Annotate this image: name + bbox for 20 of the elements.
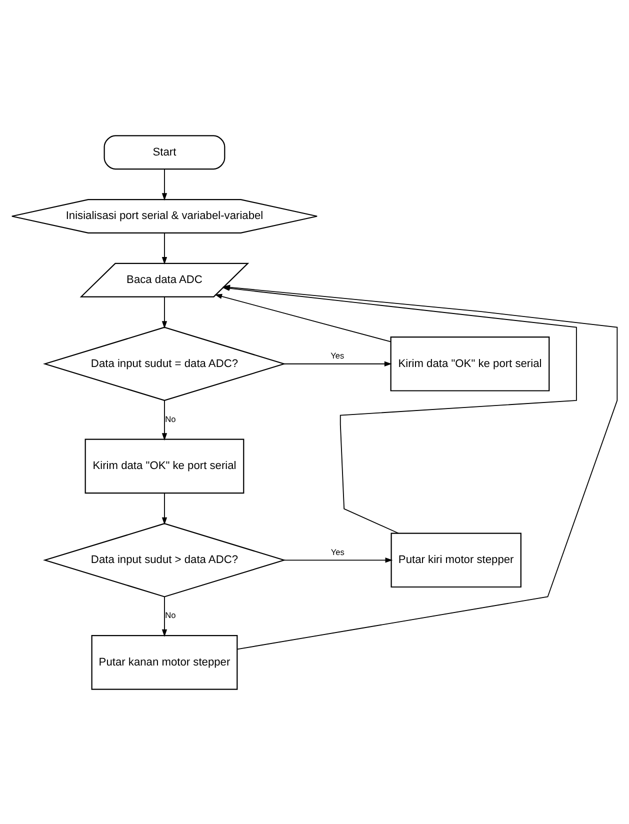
arrow: [162, 492, 168, 524]
node-box: Kirim data "OK" ke port serial: [390, 336, 550, 391]
arrow: [162, 400, 168, 440]
edge-label: No: [165, 413, 176, 424]
arrow: [162, 168, 168, 200]
node-box: Putar kiri motor stepper: [390, 532, 522, 588]
arrow: [162, 596, 168, 636]
edge-label: Yes: [330, 546, 344, 556]
node-box: Start: [104, 134, 226, 170]
arrow: [284, 557, 393, 562]
arrow: [162, 296, 168, 328]
node-box: Putar kanan motor stepper: [91, 634, 238, 690]
arrow: [284, 360, 392, 366]
node-diamond: Data input sudut = data ADC?: [43, 326, 286, 401]
arrow: [162, 232, 168, 264]
arrow: [214, 293, 392, 342]
node-box: Kirim data "OK" ke port serial: [84, 438, 244, 494]
edge-label: Yes: [330, 350, 344, 360]
edge-label: No: [165, 610, 176, 620]
node-diamond: Data input sudut > data ADC?: [43, 522, 286, 597]
